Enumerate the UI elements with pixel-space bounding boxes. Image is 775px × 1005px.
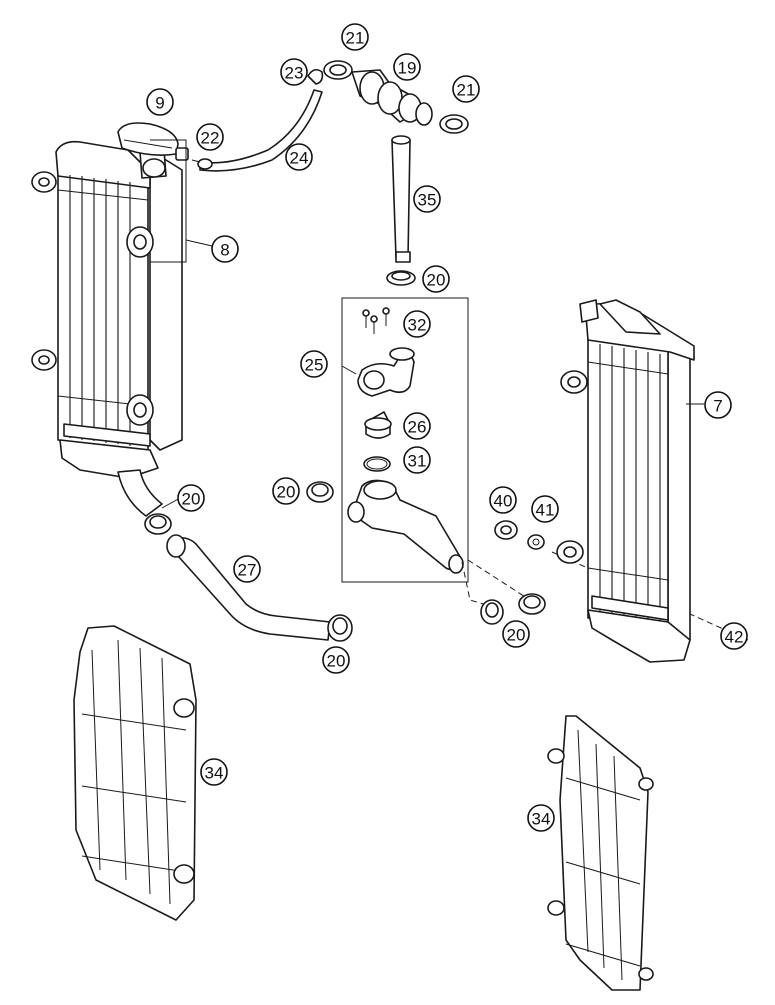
callout-31: 31 [403,446,431,474]
callout-9: 9 [146,88,174,116]
breather-hose [197,68,324,172]
svg-text:41: 41 [536,501,555,520]
left-radiator [31,140,183,517]
lower-hose [144,513,353,642]
svg-text:21: 21 [457,81,476,100]
callout-21-right: 21 [452,75,480,103]
callout-42: 42 [720,622,748,650]
callout-23: 23 [280,58,308,86]
svg-text:19: 19 [398,59,417,78]
callout-27: 27 [233,555,261,583]
right-radiator-guard [547,715,654,991]
callout-41: 41 [531,495,559,523]
callout-35: 35 [413,185,441,213]
callout-26: 26 [403,412,431,440]
svg-text:7: 7 [713,397,722,416]
svg-text:27: 27 [238,561,257,580]
hose-clamps-lower [480,593,546,625]
svg-text:24: 24 [290,149,309,168]
callout-20-mid: 20 [272,477,300,505]
svg-text:20: 20 [427,271,446,290]
svg-text:22: 22 [201,129,220,148]
right-radiator [556,299,695,663]
svg-text:35: 35 [418,191,437,210]
left-radiator-guard [73,625,197,921]
leader-lines [161,159,704,509]
callout-34-right: 34 [527,804,555,832]
callout-21-top: 21 [341,23,369,51]
svg-text:42: 42 [725,628,744,647]
callout-24: 24 [285,143,313,171]
svg-text:20: 20 [507,626,526,645]
upper-connector [323,60,469,134]
callout-20-lower-right: 20 [502,620,530,648]
svg-text:34: 34 [205,764,224,783]
dash-line-2 [467,559,531,601]
svg-text:21: 21 [346,29,365,48]
callout-25: 25 [300,350,328,378]
callout-8: 8 [211,235,239,263]
callout-20-hose-end: 20 [322,646,350,674]
leader-8-tip [185,239,213,247]
thermostat-group [341,297,469,583]
hose-clamp-mid [306,481,334,503]
svg-text:20: 20 [327,652,346,671]
radiator-cap [117,122,189,161]
group-box-25 [341,297,469,583]
callout-34-left: 34 [200,758,228,786]
svg-text:40: 40 [494,492,513,511]
svg-text:20: 20 [277,483,296,502]
leader-8 [150,139,187,263]
callout-32: 32 [403,310,431,338]
callout-19: 19 [393,53,421,81]
svg-text:34: 34 [532,810,551,829]
svg-text:8: 8 [220,241,229,260]
pipe [386,135,416,286]
callout-40: 40 [489,486,517,514]
svg-text:25: 25 [305,356,324,375]
svg-text:26: 26 [408,418,427,437]
callout-22: 22 [196,123,224,151]
svg-text:32: 32 [408,316,427,335]
svg-text:31: 31 [408,452,427,471]
callout-20-pipe: 20 [422,265,450,293]
svg-text:9: 9 [155,94,164,113]
dash-line-3 [551,551,731,633]
svg-text:23: 23 [285,64,304,83]
svg-text:20: 20 [182,490,201,509]
dash-line-1 [461,561,491,607]
callout-7: 7 [704,391,732,419]
callout-20-left: 20 [177,484,205,512]
